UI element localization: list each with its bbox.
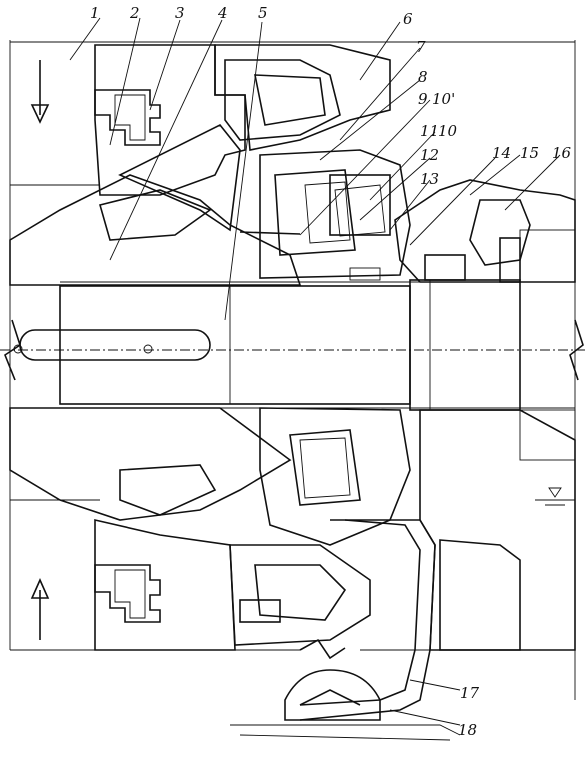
callout-10: 10 (438, 122, 458, 140)
callout-10-prime: 10' (432, 90, 455, 108)
bearing-housing-upper (394, 179, 576, 283)
flow-arrow-up (30, 578, 50, 640)
callout-1: 1 (90, 4, 100, 22)
break-line-bottom (299, 638, 346, 660)
callout-2: 2 (129, 4, 140, 22)
callout-12: 12 (420, 146, 439, 164)
callout-3: 3 (175, 4, 185, 22)
upper-seal-chamber (239, 149, 411, 281)
break-line-left (4, 319, 21, 381)
callout-6: 6 (403, 10, 413, 28)
upper-casing (9, 44, 391, 286)
callout-7: 7 (416, 38, 426, 56)
upper-labyrinth (94, 89, 161, 146)
shaft (0, 279, 585, 411)
callout-9: 9 (418, 90, 428, 108)
callout-14: 14 (492, 144, 511, 162)
callout-8: 8 (418, 68, 428, 86)
lower-casing (9, 407, 371, 651)
flow-arrow-down (30, 60, 50, 124)
callout-4: 4 (217, 4, 228, 22)
callout-15: 15 (520, 144, 539, 162)
lower-seal-chamber (259, 407, 576, 721)
break-line-right (569, 319, 584, 381)
symbols (30, 60, 575, 660)
water-level-symbol (535, 487, 575, 506)
leader-lines (69, 17, 561, 726)
callout-11: 11 (420, 122, 439, 140)
callout-16: 16 (552, 144, 572, 162)
callout-18: 18 (458, 721, 477, 739)
callout-17: 17 (460, 684, 480, 702)
callout-13: 13 (420, 170, 439, 188)
callout-5: 5 (258, 4, 268, 22)
strainer (230, 669, 461, 741)
callout-labels: 1 2 3 4 5 6 7 8 9 10' 11 10 12 13 14 15 … (90, 4, 572, 739)
lower-labyrinth (94, 564, 161, 623)
